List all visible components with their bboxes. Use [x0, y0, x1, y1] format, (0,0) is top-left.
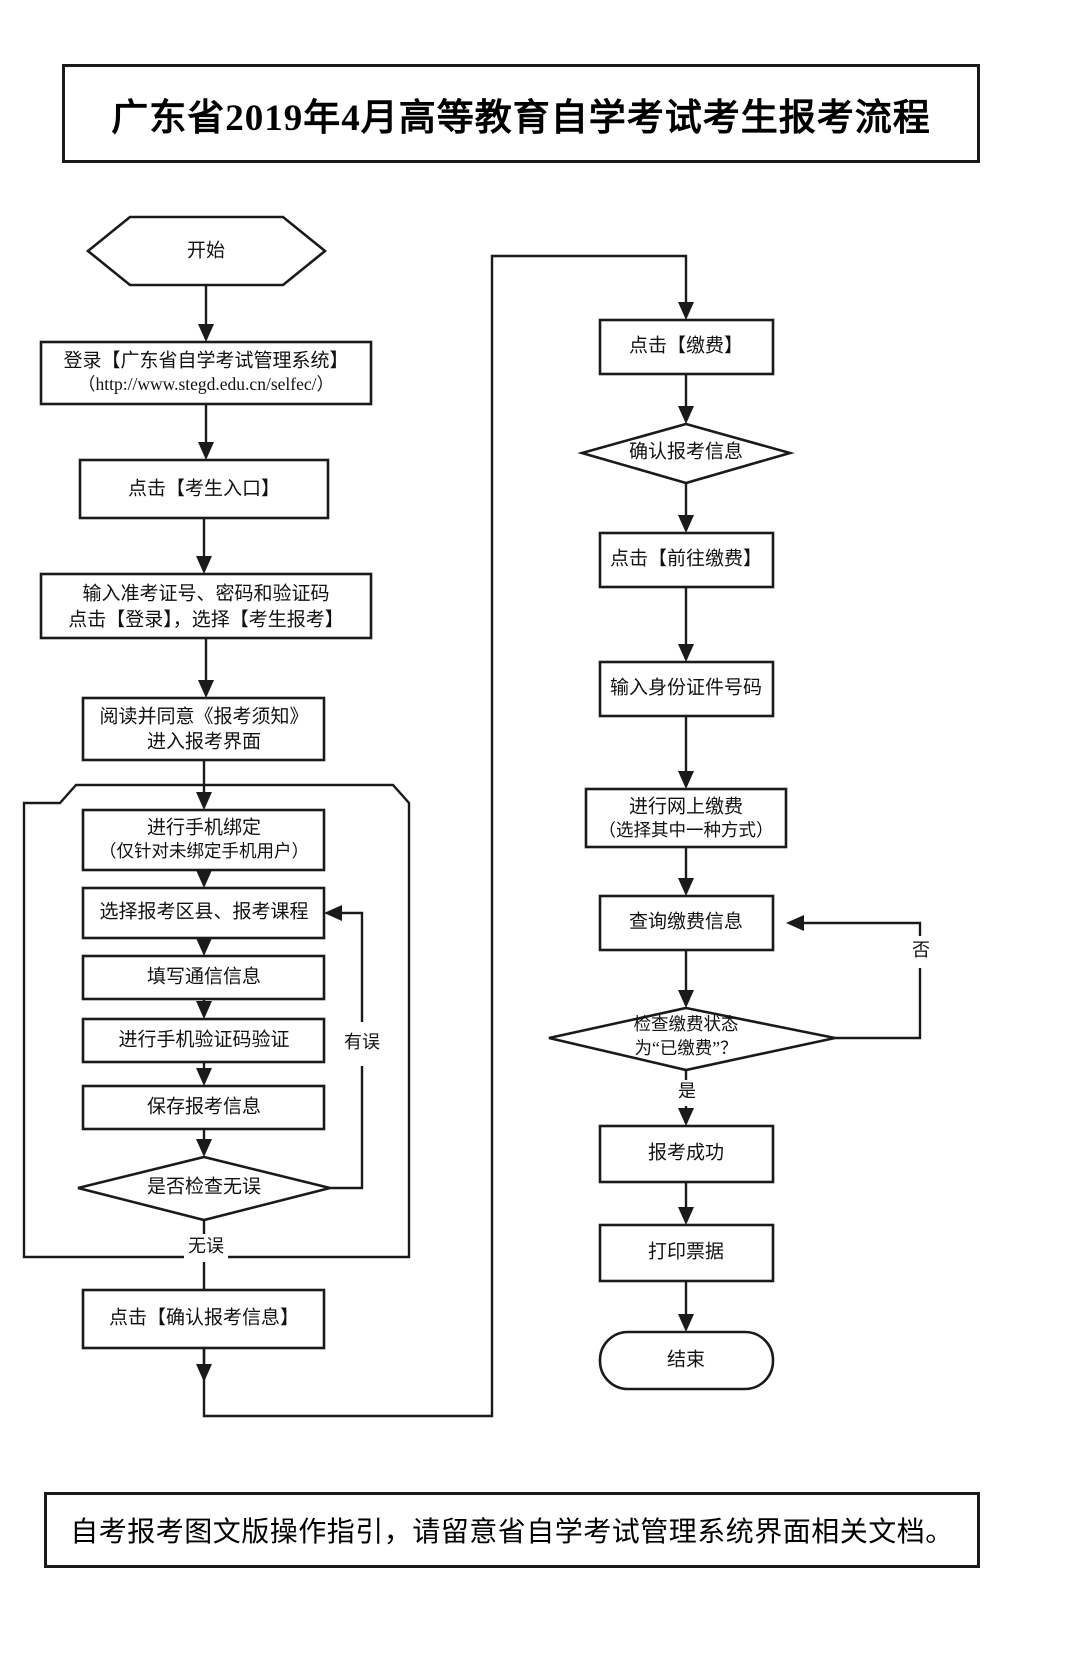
edge-no-error: 无误: [184, 1220, 228, 1382]
node-pay-state-line1: 检查缴费状态: [634, 1014, 739, 1034]
edge-label-pay-yes: 是: [678, 1081, 696, 1101]
node-fill-contact: 填写通信信息: [81, 954, 326, 1001]
node-credentials-line2: 点击【登录】，选择【考生报考】: [68, 608, 344, 630]
edge-notice-to-bindphone: [196, 760, 212, 810]
node-start-label: 开始: [187, 239, 225, 261]
node-print-receipt: 打印票据: [598, 1223, 775, 1283]
title-banner: 广东省2019年4月高等教育自学考试考生报考流程: [62, 64, 980, 163]
node-login: 登录【广东省自学考试管理系统】 （http://www.stegd.edu.cn…: [39, 340, 373, 406]
node-start: 开始: [85, 215, 328, 287]
node-online-pay-line1: 进行网上缴费: [629, 795, 743, 817]
node-verify-sms: 进行手机验证码验证: [81, 1017, 326, 1064]
edge-selectcourse-to-fillcontact: [196, 938, 212, 956]
node-online-pay: 进行网上缴费 （选择其中一种方式）: [584, 787, 788, 849]
edge-confirm-to-pay: [202, 254, 694, 1418]
edge-idnumber-to-onlinepay: [678, 716, 694, 789]
node-verify-sms-label: 进行手机验证码验证: [118, 1028, 289, 1050]
node-notice-line2: 进入报考界面: [147, 730, 261, 752]
node-login-line2: （http://www.stegd.edu.cn/selfec/）: [78, 374, 334, 394]
node-id-number-label: 输入身份证件号码: [610, 676, 762, 698]
node-select-course-label: 选择报考区县、报考课程: [99, 900, 308, 922]
edge-label-no-error: 无误: [188, 1236, 224, 1256]
edge-onlinepay-to-querypay: [678, 847, 694, 896]
node-bind-phone-line1: 进行手机绑定: [147, 816, 261, 838]
edge-has-error-loop: 有误: [324, 905, 384, 1190]
node-confirm-exam-info: 确认报考信息: [577, 422, 795, 485]
node-credentials-line1: 输入准考证号、密码和验证码: [82, 582, 329, 604]
node-confirm-exam-info-label: 确认报考信息: [629, 440, 743, 462]
edge-pay-yes: 是: [668, 1070, 706, 1126]
node-fill-contact-label: 填写通信信息: [147, 965, 261, 987]
edge-confirmexam-to-gotopay: [678, 483, 694, 533]
edge-pay-to-confirmexam: [678, 374, 694, 424]
node-pay-label: 点击【缴费】: [629, 334, 743, 356]
node-confirm-info-label: 点击【确认报考信息】: [109, 1306, 299, 1328]
node-entry: 点击【考生入口】: [78, 458, 330, 520]
edge-login-to-entry: [198, 404, 214, 460]
node-save-info-label: 保存报考信息: [147, 1095, 261, 1117]
node-select-course: 选择报考区县、报考课程: [81, 886, 326, 940]
node-entry-label: 点击【考生入口】: [128, 477, 280, 499]
footer-banner: 自考报考图文版操作指引，请留意省自学考试管理系统界面相关文档。: [44, 1492, 980, 1568]
edge-success-to-print: [678, 1182, 694, 1225]
node-end-label: 结束: [667, 1348, 705, 1370]
edge-label-has-error: 有误: [344, 1032, 380, 1052]
node-success-label: 报考成功: [648, 1141, 724, 1163]
node-bind-phone-line2: （仅针对未绑定手机用户）: [99, 841, 309, 861]
node-goto-pay: 点击【前往缴费】: [598, 531, 775, 589]
edge-querypay-to-paystate: [678, 950, 694, 1008]
node-query-pay-label: 查询缴费信息: [629, 910, 743, 932]
edge-start-to-login: [198, 285, 214, 342]
node-id-number: 输入身份证件号码: [598, 660, 775, 718]
edge-credentials-to-notice: [198, 638, 214, 698]
node-check-decision-label: 是否检查无误: [147, 1175, 261, 1197]
edge-saveinfo-to-decision: [196, 1129, 212, 1157]
edge-gotopay-to-idnumber: [678, 587, 694, 662]
node-confirm-info: 点击【确认报考信息】: [81, 1288, 326, 1350]
edge-verifysms-to-saveinfo: [196, 1062, 212, 1086]
node-notice: 阅读并同意《报考须知》 进入报考界面: [81, 696, 326, 762]
page-title: 广东省2019年4月高等教育自学考试考生报考流程: [111, 97, 931, 139]
edge-pay-no-loop: 否: [786, 915, 940, 1040]
node-print-receipt-label: 打印票据: [648, 1240, 724, 1262]
node-online-pay-line2: （选择其中一种方式）: [599, 820, 774, 840]
node-goto-pay-label: 点击【前往缴费】: [610, 547, 762, 569]
node-notice-line1: 阅读并同意《报考须知》: [99, 705, 308, 727]
node-pay: 点击【缴费】: [598, 318, 775, 376]
edge-print-to-end: [678, 1281, 694, 1332]
loop-container-outline: [22, 783, 411, 1259]
node-success: 报考成功: [598, 1124, 775, 1184]
edge-label-pay-no: 否: [912, 940, 930, 960]
node-query-pay: 查询缴费信息: [598, 894, 775, 952]
footer-note: 自考报考图文版操作指引，请留意省自学考试管理系统界面相关文档。: [70, 1517, 954, 1548]
node-check-decision: 是否检查无误: [77, 1155, 331, 1222]
node-bind-phone: 进行手机绑定 （仅针对未绑定手机用户）: [81, 808, 326, 872]
edge-fillcontact-to-verifysms: [196, 999, 212, 1019]
node-pay-state-line2: 为“已缴费”？: [634, 1038, 737, 1058]
node-login-line1: 登录【广东省自学考试管理系统】: [63, 349, 348, 371]
node-save-info: 保存报考信息: [81, 1084, 326, 1131]
node-end: 结束: [598, 1330, 775, 1391]
edge-entry-to-credentials: [196, 518, 212, 574]
node-pay-state-decision: 检查缴费状态 为“已缴费”？: [548, 1006, 836, 1072]
edge-bindphone-to-selectcourse: [196, 870, 212, 888]
node-credentials: 输入准考证号、密码和验证码 点击【登录】，选择【考生报考】: [39, 572, 373, 640]
